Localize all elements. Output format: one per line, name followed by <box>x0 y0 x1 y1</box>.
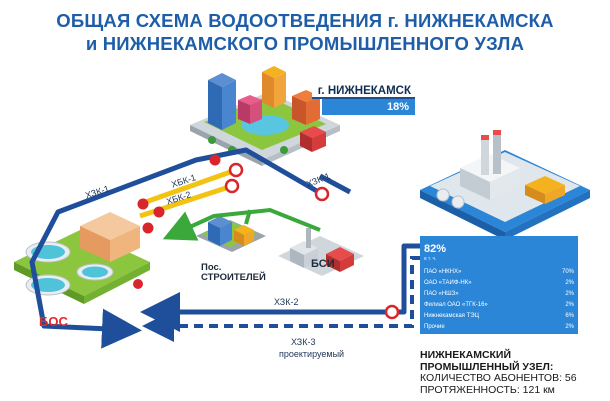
label-bsi: БСИ <box>311 258 335 270</box>
pipe-hzk3 <box>142 256 420 342</box>
pipe-nodes <box>133 154 400 320</box>
panel-row-name: Нижнекамская ТЭЦ <box>424 313 479 319</box>
panel-row: Прочие 2% <box>424 323 574 331</box>
label-hzk2: ХЗК-2 <box>274 297 299 307</box>
pipe-green <box>162 207 321 241</box>
panel-row-value: 2% <box>565 324 574 330</box>
info-length: ПРОТЯЖЕННОСТЬ: 121 км <box>420 383 555 396</box>
panel-row-name: Филиал ОАО «ТГК-16» <box>424 302 488 308</box>
city-illustration <box>190 66 340 166</box>
info-subscribers: КОЛИЧЕСТВО АБОНЕНТОВ: 56 <box>420 372 577 385</box>
info-title-line2: ПРОМЫШЛЕННЫЙ УЗЕЛ: <box>420 360 554 373</box>
city-percent-badge: 18% <box>322 99 415 115</box>
label-hzk3: ХЗК-3 <box>291 337 316 347</box>
bsi-illustration <box>278 228 364 276</box>
panel-row-name: ПАО «НШЗ» <box>424 291 459 297</box>
panel-row: Нижнекамская ТЭЦ 6% <box>424 312 574 320</box>
info-title-line1: НИЖНЕКАМСКИЙ <box>420 349 512 361</box>
panel-row: ПАО «НКНХ» 70% <box>424 268 574 276</box>
industrial-share-panel: 82% в т. ч. ПАО «НКНХ» 70% ОАО «ТАИФ-НК» 2… <box>420 236 578 334</box>
panel-row-value: 2% <box>565 302 574 308</box>
pipe-hzk1 <box>29 147 352 349</box>
panel-row: ПАО «НШЗ» 2% <box>424 290 574 298</box>
panel-row-name: Прочие <box>424 324 445 330</box>
panel-row-value: 70% <box>561 269 574 275</box>
panel-row: Филиал ОАО «ТГК-16» 2% <box>424 301 574 309</box>
settlement-illustration <box>196 216 266 252</box>
city-label: г. НИЖНЕКАМСК <box>312 84 415 99</box>
diagram-title-line1: ОБЩАЯ СХЕМА ВОДООТВЕДЕНИЯ г. НИЖНЕКАМСКА <box>56 10 554 31</box>
panel-row-value: 2% <box>565 280 574 286</box>
panel-row-value: 6% <box>565 313 574 319</box>
industrial-node-info: НИЖНЕКАМСКИЙ ПРОМЫШЛЕННЫЙ УЗЕЛ: КОЛИЧЕСТ… <box>420 349 577 396</box>
panel-row-name: ОАО «ТАИФ-НК» <box>424 280 472 286</box>
pipe-hzk2 <box>140 243 420 332</box>
label-bos: БОС <box>39 314 68 329</box>
industrial-illustration <box>420 130 590 334</box>
industrial-percent: 82% <box>424 243 447 255</box>
industrial-sublabel: в т. ч. <box>424 256 437 262</box>
panel-row-name: ПАО «НКНХ» <box>424 269 462 275</box>
panel-row-value: 2% <box>565 291 574 297</box>
diagram-title-line2: и НИЖНЕКАМСКОГО ПРОМЫШЛЕННОГО УЗЛА <box>85 33 525 54</box>
label-settlement-line2: СТРОИТЕЛЕЙ <box>201 272 266 283</box>
label-settlement-line1: Пос. <box>201 262 222 273</box>
panel-row: ОАО «ТАИФ-НК» 2% <box>424 279 574 287</box>
label-hzk3-note: проектируемый <box>279 349 345 359</box>
